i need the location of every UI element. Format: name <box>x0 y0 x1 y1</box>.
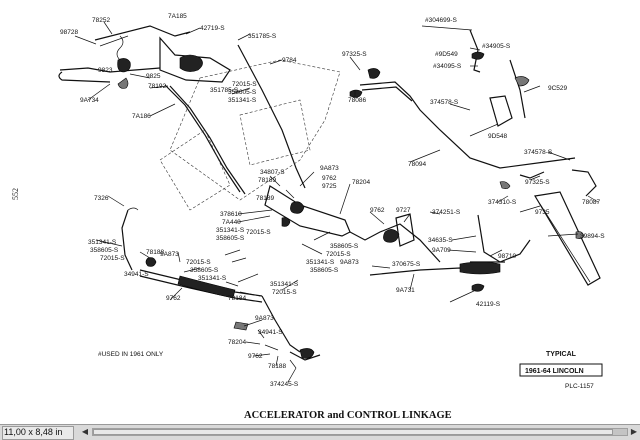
part-label: 9762 <box>248 353 263 360</box>
part-label: 34807-S <box>260 169 285 176</box>
part-label: 9727 <box>396 207 411 214</box>
part-label: 78204 <box>352 179 370 186</box>
part-label: 9A873 <box>255 315 274 322</box>
part-label: 351341-S <box>198 275 227 282</box>
part-label: 358605-S <box>216 235 245 242</box>
part-label: 9A873 <box>340 259 359 266</box>
scroll-left-icon[interactable]: ◀ <box>81 427 89 436</box>
part-label: 9A873 <box>320 165 339 172</box>
diagram-page: 552 ACCELERATOR and CONTROL LINKAGE TYPI… <box>11 13 606 421</box>
part-label: #34095-S <box>433 63 462 70</box>
part-label: 374578-S <box>430 99 459 106</box>
part-label: 358605-S <box>330 243 359 250</box>
scroll-right-icon[interactable]: ▶ <box>630 427 638 436</box>
part-label: 358605-S <box>310 267 339 274</box>
part-label: 9725 <box>322 183 337 190</box>
part-label: 78094 <box>408 161 426 168</box>
scrollbar-thumb[interactable] <box>93 429 613 435</box>
part-label: 9762 <box>370 207 385 214</box>
typical-label: TYPICAL <box>546 351 577 358</box>
model-label-frame <box>519 363 603 377</box>
part-label: 7A440 <box>222 219 241 226</box>
part-label: 78087 <box>582 199 600 206</box>
page-size-readout: 11,00 x 8,48 in <box>4 427 63 437</box>
part-label: 78188 <box>268 363 286 370</box>
part-label: #9D549 <box>435 51 458 58</box>
part-label: #34905-S <box>482 43 511 50</box>
part-label: 7326 <box>94 195 109 202</box>
part-label: 34635-S <box>428 237 453 244</box>
part-label: 9762 <box>166 295 181 302</box>
horizontal-scrollbar[interactable] <box>92 428 628 436</box>
part-label: 7A186 <box>132 113 151 120</box>
part-label: 78086 <box>348 97 366 104</box>
part-label: 39894-S <box>580 233 605 240</box>
part-label: 42119-S <box>476 301 501 308</box>
part-label: 9D548 <box>488 133 508 140</box>
plate-code: PLC-1157 <box>565 383 594 390</box>
part-label: 72015-S <box>326 251 351 258</box>
footnote: #USED IN 1961 ONLY <box>98 351 164 358</box>
part-label: 72015-S <box>246 229 271 236</box>
part-label: 9A873 <box>160 251 179 258</box>
part-label: 358605-S <box>190 267 219 274</box>
linkage-diagram: 552 ACCELERATOR and CONTROL LINKAGE TYPI… <box>11 13 605 421</box>
part-label: 97325-S <box>342 51 367 58</box>
part-label: 374310-S <box>488 199 517 206</box>
part-labels: 98728 78252 7A185 42719-S 351785-S 9784 … <box>60 13 605 388</box>
part-label: 9784 <box>282 57 297 64</box>
part-label: 9A709 <box>432 247 451 254</box>
part-label: 351785-S <box>210 87 239 94</box>
linkage-drawing <box>58 21 601 383</box>
model-label: 1961-64 LINCOLN <box>525 368 584 375</box>
status-bar: 11,00 x 8,48 in ◀ ▶ <box>0 424 640 440</box>
part-label: 78189 <box>256 195 274 202</box>
part-label: 351341-S <box>306 259 335 266</box>
part-label: 72015-S <box>186 259 211 266</box>
part-label: 378610 <box>220 211 242 218</box>
part-label: 78204 <box>228 339 246 346</box>
part-label: 34941-S <box>124 271 149 278</box>
part-label: 9C529 <box>548 85 568 92</box>
part-label: 78184 <box>228 295 246 302</box>
part-label: 9735 <box>535 209 550 216</box>
part-label: 374251-S <box>432 209 461 216</box>
part-label: 9825 <box>146 73 161 80</box>
part-label: 370675-S <box>392 261 421 268</box>
part-label: 358605-S <box>90 247 119 254</box>
part-label: 9A731 <box>396 287 415 294</box>
part-label: 9823 <box>98 67 113 74</box>
part-label: 351341-S <box>88 239 117 246</box>
part-label: 72015-S <box>100 255 125 262</box>
part-label: 7A185 <box>168 13 187 20</box>
part-label: #304699-S <box>425 17 457 24</box>
part-label: 98728 <box>60 29 78 36</box>
part-label: 98710 <box>498 253 516 260</box>
part-label: 351785-S <box>248 33 277 40</box>
part-label: 9A734 <box>80 97 99 104</box>
part-label: 78252 <box>92 17 110 24</box>
part-label: 358605-S <box>228 89 257 96</box>
diagram-caption: ACCELERATOR and CONTROL LINKAGE <box>244 410 452 421</box>
part-label: 9762 <box>322 175 337 182</box>
part-label: 72015-S <box>232 81 257 88</box>
part-label: 78192 <box>148 83 166 90</box>
part-label: 72015-S <box>272 289 297 296</box>
part-label: 78189 <box>258 177 276 184</box>
part-label: 42719-S <box>200 25 225 32</box>
part-label: 97325-S <box>525 179 550 186</box>
part-label: 374578-S <box>524 149 553 156</box>
part-label: 34941-S <box>258 329 283 336</box>
part-label: 78188 <box>146 249 164 256</box>
part-label: 374245-S <box>270 381 299 388</box>
part-label: 351341-S <box>228 97 257 104</box>
part-label: 351341-S <box>270 281 299 288</box>
page-number: 552 <box>11 188 20 200</box>
part-label: 351341-S <box>216 227 245 234</box>
